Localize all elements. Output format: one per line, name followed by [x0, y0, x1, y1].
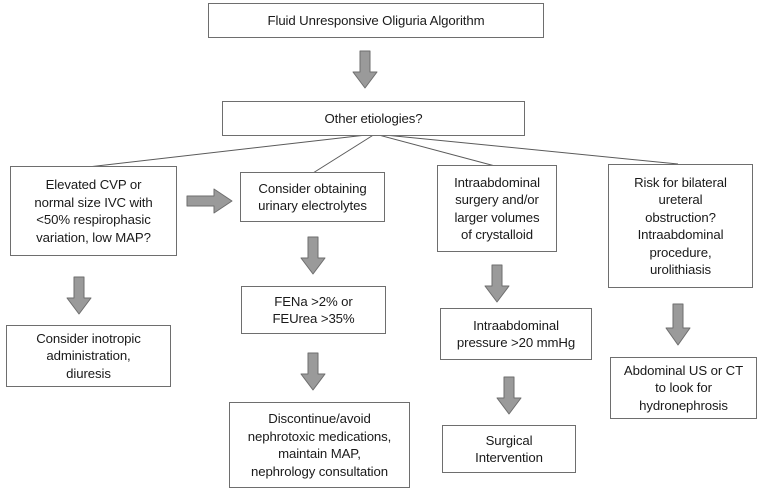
node-elevated-cvp-label: Elevated CVP or normal size IVC with <50… — [34, 177, 153, 245]
arrow-title-to-other-icon — [351, 50, 379, 90]
node-elevated-cvp[interactable]: Elevated CVP or normal size IVC with <50… — [10, 166, 177, 256]
node-consider-inotropic[interactable]: Consider inotropic administration, diure… — [6, 325, 171, 387]
line-other-to-cvp — [87, 133, 376, 168]
node-surgical-intervention[interactable]: Surgical Intervention — [442, 425, 576, 473]
node-abdominal-imaging-label: Abdominal US or CT to look for hydroneph… — [623, 362, 744, 413]
arrow-surgery-to-iap-icon — [483, 264, 511, 304]
arrow-iap-to-surgint-icon — [495, 376, 523, 416]
node-surgical-intervention-label: Surgical Intervention — [475, 432, 543, 466]
node-nephrotoxic-medications[interactable]: Discontinue/avoid nephrotoxic medication… — [229, 402, 410, 488]
arrow-cvp-to-electrolytes-icon — [186, 186, 234, 216]
node-fena-feurea-label: FENa >2% or FEUrea >35% — [272, 293, 355, 327]
line-other-to-electrolytes — [312, 133, 376, 174]
node-intraabdominal-surgery-label: Intraabdominal surgery and/or larger vol… — [454, 174, 540, 243]
arrow-ureteral-to-imaging-icon — [664, 303, 692, 347]
node-intraabdominal-surgery[interactable]: Intraabdominal surgery and/or larger vol… — [437, 165, 557, 252]
node-ureteral-obstruction-label: Risk for bilateral ureteral obstruction?… — [634, 174, 727, 278]
line-other-to-ureteral — [374, 133, 679, 165]
node-title[interactable]: Fluid Unresponsive Oliguria Algorithm — [208, 3, 544, 38]
node-other-etiologies-label: Other etiologies? — [324, 110, 423, 126]
node-ureteral-obstruction[interactable]: Risk for bilateral ureteral obstruction?… — [608, 164, 753, 288]
node-title-label: Fluid Unresponsive Oliguria Algorithm — [267, 12, 485, 28]
node-urinary-electrolytes[interactable]: Consider obtaining urinary electrolytes — [240, 172, 385, 222]
node-intraabdominal-pressure[interactable]: Intraabdominal pressure >20 mmHg — [440, 308, 592, 360]
node-abdominal-imaging[interactable]: Abdominal US or CT to look for hydroneph… — [610, 357, 757, 419]
arrow-electrolytes-to-fena-icon — [299, 236, 327, 276]
node-consider-inotropic-label: Consider inotropic administration, diure… — [36, 330, 141, 381]
arrow-cvp-to-inotropic-icon — [65, 276, 93, 316]
node-nephrotoxic-medications-label: Discontinue/avoid nephrotoxic medication… — [247, 411, 392, 479]
arrow-fena-to-nephrotoxic-icon — [299, 352, 327, 392]
line-other-to-surgery — [374, 133, 496, 167]
node-fena-feurea[interactable]: FENa >2% or FEUrea >35% — [241, 286, 386, 334]
node-intraabdominal-pressure-label: Intraabdominal pressure >20 mmHg — [456, 317, 576, 351]
node-urinary-electrolytes-label: Consider obtaining urinary electrolytes — [258, 180, 367, 214]
node-other-etiologies[interactable]: Other etiologies? — [222, 101, 525, 136]
